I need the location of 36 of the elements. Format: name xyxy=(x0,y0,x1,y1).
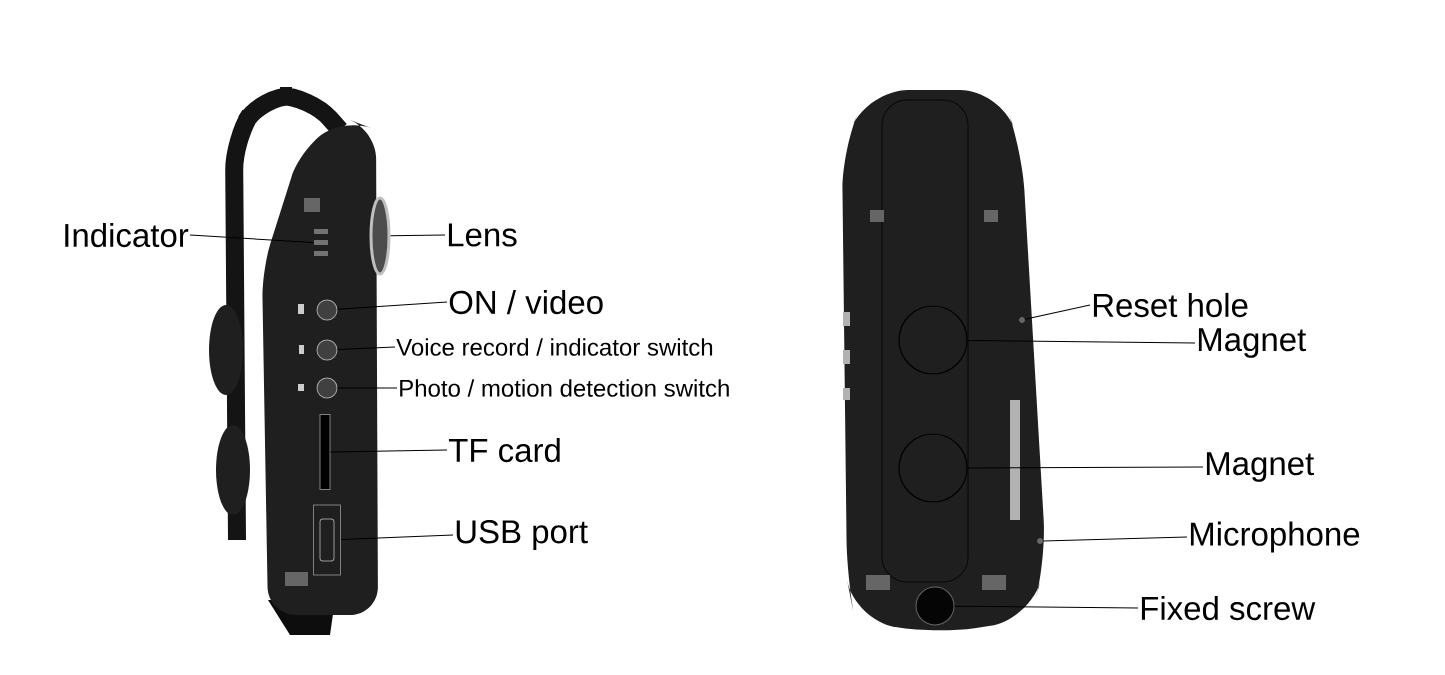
leader-line xyxy=(1042,536,1188,542)
leader-line xyxy=(337,346,396,351)
screw-hole xyxy=(915,586,955,626)
callout-label: TF card xyxy=(448,437,560,463)
leader-line xyxy=(337,387,398,389)
microphone-hole xyxy=(1037,538,1043,544)
indicator-light xyxy=(313,227,329,259)
callout-label: Photo / motion detection switch xyxy=(400,379,729,397)
callout-label: Microphone xyxy=(1190,521,1360,553)
callout-label: Indicator xyxy=(65,222,189,248)
callout-label: Magnet xyxy=(1198,328,1306,358)
magnet xyxy=(898,305,968,375)
leader-line xyxy=(189,234,314,243)
card-slot xyxy=(319,414,331,490)
callout-label: USB port xyxy=(456,520,588,550)
button xyxy=(316,299,338,321)
leader-line xyxy=(967,339,1196,344)
leader-line xyxy=(390,234,446,237)
usb-port xyxy=(313,504,341,576)
leader-line xyxy=(954,605,1139,609)
magnet xyxy=(898,433,968,503)
lens xyxy=(369,196,391,276)
leader-line xyxy=(330,449,448,453)
leader-line xyxy=(967,466,1204,469)
callout-label: Voice record / indicator switch xyxy=(396,338,713,356)
callout-label: Magnet xyxy=(1206,452,1314,482)
callout-label: Reset hole xyxy=(1093,292,1248,318)
callout-label: Fixed screw xyxy=(1141,595,1316,621)
callout-label: ON / video xyxy=(449,289,603,315)
leader-line xyxy=(1024,304,1091,320)
callout-label: Lens xyxy=(448,223,517,247)
button xyxy=(316,339,338,361)
leader-line xyxy=(340,534,454,540)
reset-hole xyxy=(1019,317,1025,323)
button xyxy=(316,377,338,399)
leader-line xyxy=(337,301,448,310)
